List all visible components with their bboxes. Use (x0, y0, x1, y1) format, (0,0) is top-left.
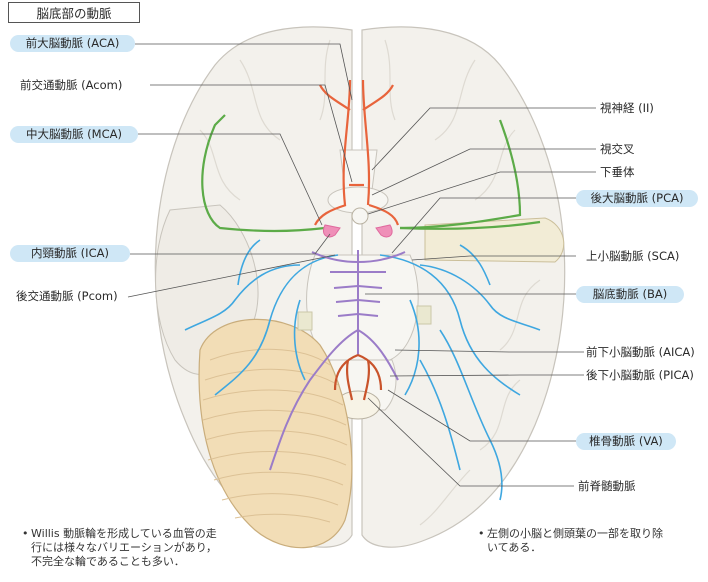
diagram-title: 脳底部の動脈 (8, 2, 140, 23)
middle-cerebral-arteries (201, 114, 541, 233)
note-right-line-1: 左側の小脳と側頭葉の一部を取り除 (487, 527, 663, 540)
label-pituitary: 下垂体 (600, 165, 635, 179)
label-mca: 中大脳動脈 (MCA) (10, 126, 138, 143)
label-va: 椎骨動脈 (VA) (576, 433, 676, 450)
note-right: •左側の小脳と側頭葉の一部を取り除 いてある． (478, 527, 663, 554)
label-optic-nerve: 視神経 (II) (600, 101, 654, 115)
cut-nerve-left (297, 311, 313, 331)
note-left-line-1: Willis 動脈輪を形成している血管の走 (31, 527, 217, 540)
label-acom: 前交通動脈 (Acom) (20, 78, 123, 92)
note-right-line-2: いてある． (487, 541, 542, 554)
label-pcom: 後交通動脈 (Pcom) (16, 289, 118, 303)
pca-branches (184, 239, 541, 501)
note-left-line-2: 行には様々なバリエーションがあり， (31, 541, 218, 554)
internal-carotid-arteries (322, 224, 393, 238)
label-aica: 前下小脳動脈 (AICA) (586, 345, 695, 359)
label-anterior-spinal-artery: 前脊髄動脈 (578, 479, 636, 493)
label-sca: 上小脳動脈 (SCA) (586, 249, 680, 263)
right-hemisphere (361, 26, 566, 548)
brainstem (306, 254, 419, 361)
label-aca: 前大脳動脈 (ACA) (10, 35, 135, 52)
label-ica: 内頸動脈 (ICA) (10, 245, 130, 262)
label-optic-chiasm: 視交叉 (600, 142, 635, 156)
basilar-artery (269, 250, 406, 471)
label-ba: 脳底動脈 (BA) (576, 286, 684, 303)
anterior-cerebral-arteries (314, 79, 400, 226)
note-left-line-3: 不完全な輪であることも多い． (31, 555, 185, 568)
pituitary (351, 207, 369, 225)
cut-nerve-right (416, 305, 432, 325)
note-left: •Willis 動脈輪を形成している血管の走 行には様々なバリエーションがあり，… (22, 527, 218, 568)
label-pca: 後大脳動脈 (PCA) (576, 190, 698, 207)
label-pica: 後下小脳動脈 (PICA) (586, 368, 694, 382)
vertebral-arteries (333, 353, 383, 401)
